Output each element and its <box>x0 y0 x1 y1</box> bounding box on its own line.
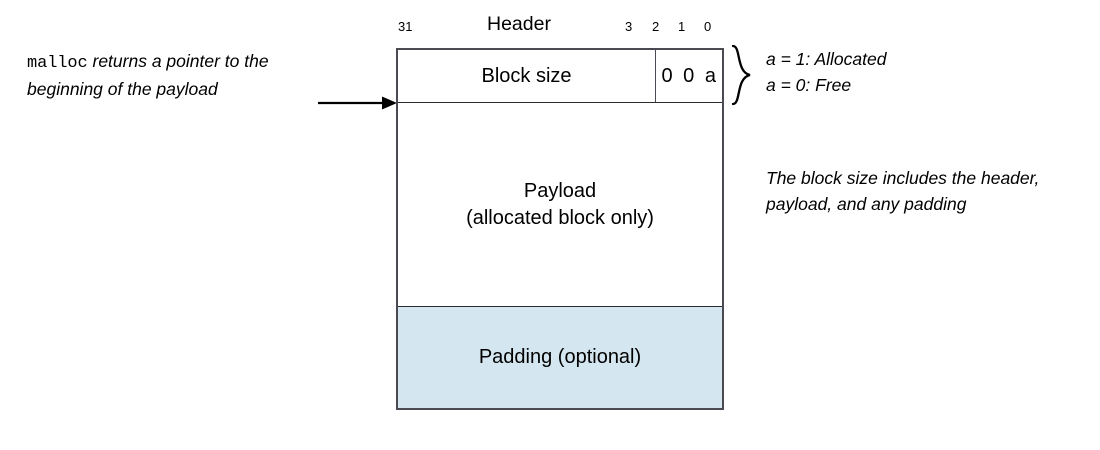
memory-block-diagram: Block size 0 0 a Payload (allocated bloc… <box>396 48 724 410</box>
malloc-annotation: malloc returns a pointer to the beginnin… <box>27 49 317 102</box>
bit-label-3: 3 <box>625 19 633 34</box>
flag-legend-free: a = 0: Free <box>766 74 852 95</box>
malloc-annotation-text: returns a pointer to the beginning of th… <box>27 51 269 99</box>
padding-label: Padding (optional) <box>478 346 642 368</box>
bit-label-0: 0 <box>704 19 712 34</box>
payload-block-row: Payload (allocated block only) <box>398 103 722 307</box>
bit-label-1: 1 <box>678 19 686 34</box>
curly-brace-icon <box>731 44 751 106</box>
bit-label-31: 31 <box>398 19 413 34</box>
header-caption: Header <box>487 13 551 35</box>
flag-legend: a = 1: Allocated a = 0: Free <box>766 47 886 98</box>
block-size-field: Block size <box>481 64 572 87</box>
padding-block-row: Padding (optional) <box>398 307 722 408</box>
malloc-code-word: malloc <box>27 54 88 73</box>
block-size-note: The block size includes the header, payl… <box>766 168 1040 214</box>
flag-bits-field: 0 0 a <box>655 50 722 102</box>
arrow-right-icon <box>318 96 397 110</box>
payload-label-line2: (allocated block only) <box>466 206 654 229</box>
header-block-row: Block size 0 0 a <box>398 50 722 103</box>
bit-label-2: 2 <box>652 19 660 34</box>
payload-label-line1: Payload <box>523 179 597 202</box>
flag-legend-allocated: a = 1: Allocated <box>766 49 887 69</box>
